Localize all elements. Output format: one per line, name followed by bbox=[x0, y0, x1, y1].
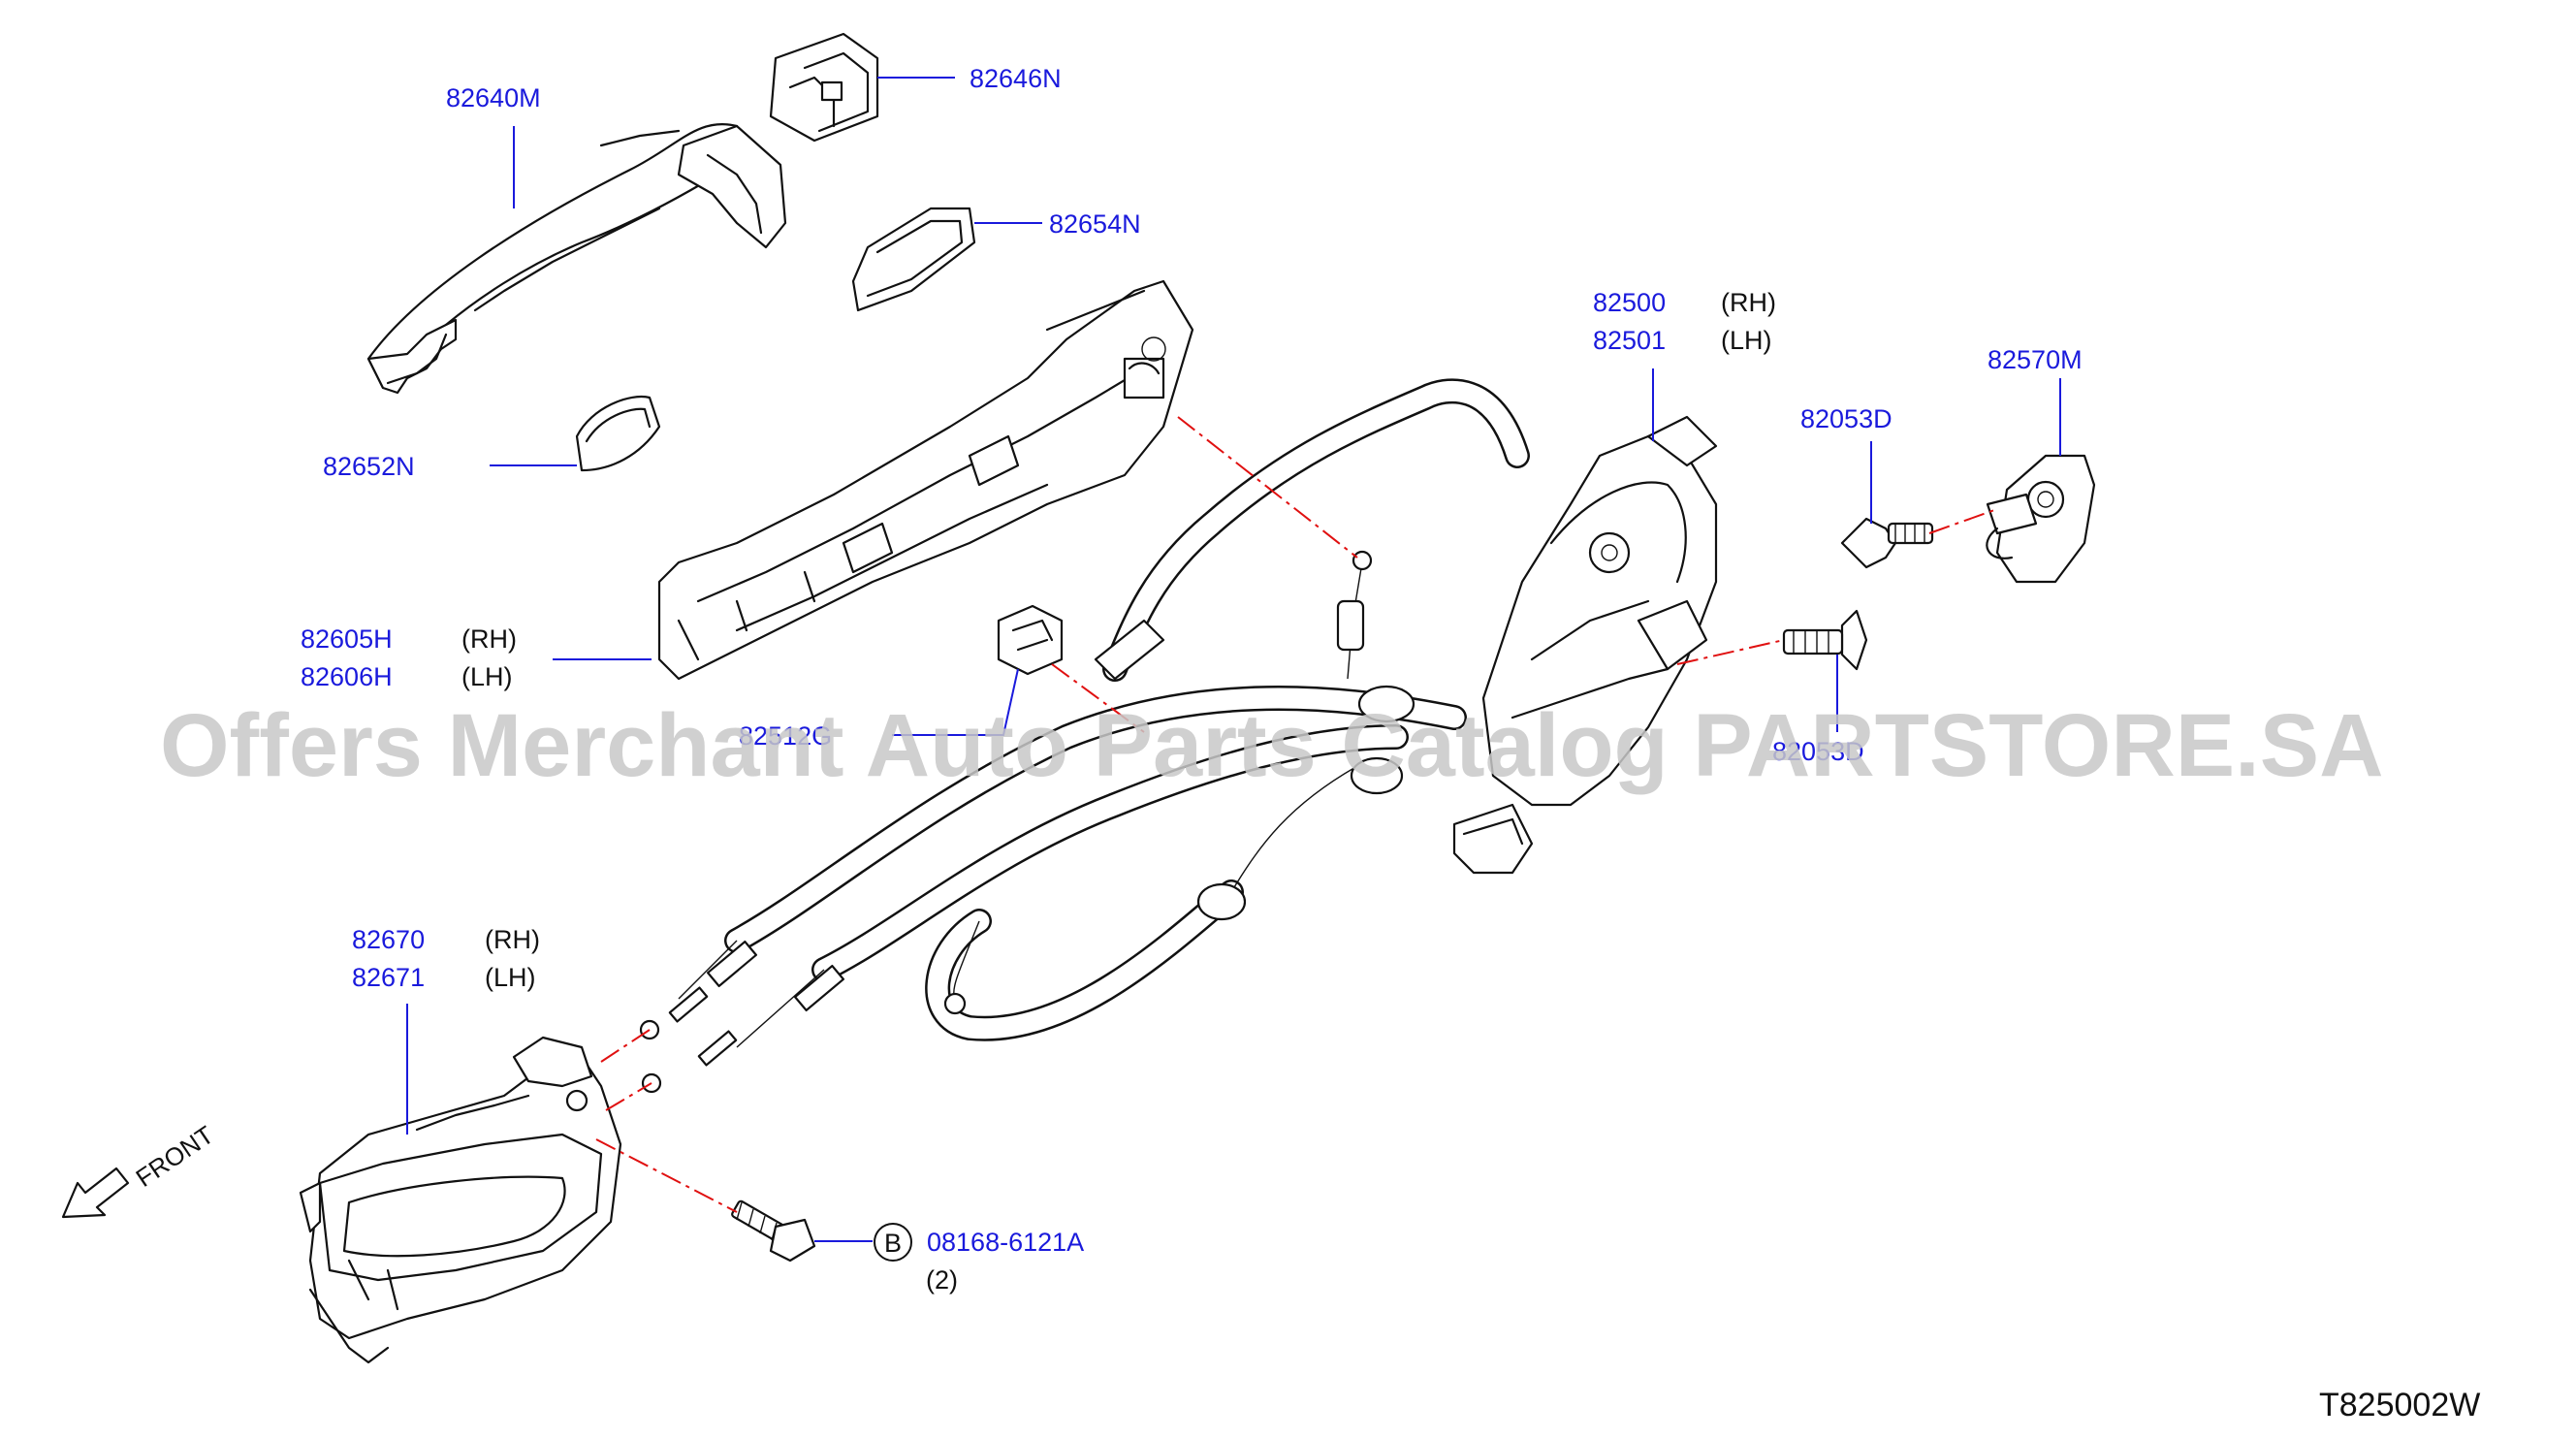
tag-rh-82500: (RH) bbox=[1721, 288, 1776, 317]
inside-door-handle-part bbox=[299, 1036, 622, 1364]
screw-part bbox=[1840, 517, 1934, 569]
front-gasket-part bbox=[575, 395, 661, 472]
tag-lh-82606h: (LH) bbox=[461, 662, 513, 691]
outside-door-handle-part bbox=[366, 123, 787, 395]
tag-rh-82670: (RH) bbox=[485, 925, 540, 954]
tag-lh-82671: (LH) bbox=[485, 963, 536, 992]
label-82640m: 82640M bbox=[446, 83, 541, 112]
watermark-text: Offers Merchant Auto Parts Catalog PARTS… bbox=[160, 696, 2384, 795]
door-lock-actuator-part bbox=[1452, 415, 1718, 875]
bolt-quantity: (2) bbox=[926, 1265, 958, 1295]
label-82606h: 82606H bbox=[301, 662, 393, 691]
tag-rh-82605h: (RH) bbox=[461, 624, 517, 654]
front-label: FRONT bbox=[131, 1120, 219, 1193]
label-82501: 82501 bbox=[1593, 326, 1666, 355]
label-82570m: 82570M bbox=[1988, 345, 2083, 374]
front-arrow-icon bbox=[61, 1167, 130, 1219]
label-82512g: 82512G bbox=[739, 721, 832, 751]
label-82671: 82671 bbox=[352, 963, 425, 992]
label-82654n: 82654N bbox=[1049, 209, 1141, 239]
label-08168-6121a: 08168-6121A bbox=[927, 1228, 1084, 1257]
label-82670: 82670 bbox=[352, 925, 425, 954]
label-82053d: 82053D bbox=[1800, 404, 1892, 433]
diagram-code: T825002W bbox=[2319, 1387, 2480, 1423]
label-82652n: 82652N bbox=[323, 452, 415, 481]
leader-lines bbox=[406, 77, 2061, 1242]
tag-lh-82501: (LH) bbox=[1721, 326, 1772, 355]
alignment-lines bbox=[595, 416, 1998, 1213]
handle-bracket-part bbox=[657, 279, 1194, 681]
rear-gasket-part bbox=[851, 207, 976, 312]
label-82053d-striker: 82053D bbox=[1772, 737, 1864, 766]
bolt-callout-letter: B bbox=[884, 1229, 902, 1258]
handle-escutcheon-part bbox=[769, 32, 879, 143]
front-direction-indicator: FRONT bbox=[61, 1120, 219, 1219]
label-82500: 82500 bbox=[1593, 288, 1666, 317]
door-striker-part bbox=[1986, 454, 2096, 584]
label-82605h: 82605H bbox=[301, 624, 393, 654]
label-82646n: 82646N bbox=[970, 64, 1062, 93]
bolt-part bbox=[731, 1199, 816, 1263]
cable-clip-part bbox=[997, 604, 1064, 676]
bolt-callout-circle bbox=[874, 1223, 912, 1262]
control-cables bbox=[639, 378, 1530, 1094]
striker-screw-part bbox=[1782, 609, 1868, 671]
